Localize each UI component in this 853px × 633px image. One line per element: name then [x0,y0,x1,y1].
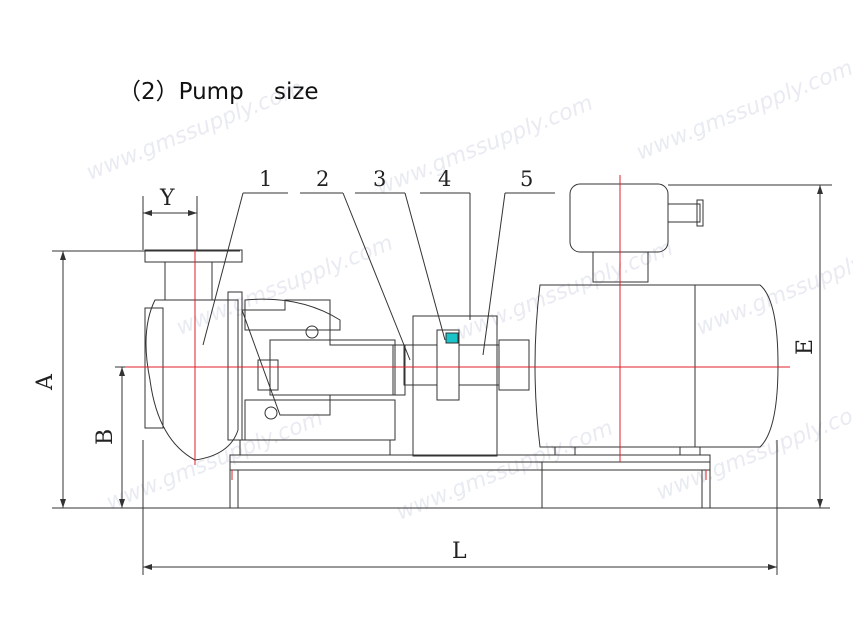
watermark-text: www.gmssupply.com [693,231,853,341]
dimension-arrows [60,185,823,570]
center-lines [125,175,790,480]
dimension-label-b: B [93,429,118,445]
pump-casing [144,249,406,461]
watermark-text: www.gmssupply.com [633,56,853,166]
watermark-text: www.gmssupply.com [393,416,617,526]
leader-lines [202,192,555,361]
page-title: （2）Pump size [118,79,319,105]
part-number-5: 5 [520,167,533,191]
dimension-lines [52,184,832,575]
watermark-text: www.gmssupply.com [653,396,853,506]
dimension-label-a: A [33,373,58,391]
watermark-text: www.gmssupply.com [103,406,327,516]
coupling-accent [445,332,459,344]
dimension-label-e: E [793,339,818,355]
dimension-label-l: L [452,539,467,564]
part-number-1: 1 [259,167,272,191]
part-number-2: 2 [316,167,329,191]
part-number-3: 3 [373,167,386,191]
coupling [403,315,530,457]
part-number-4: 4 [438,167,451,191]
watermark-text: www.gmssupply.com [373,91,597,201]
dimension-label-y: Y [159,186,175,211]
watermark-text: www.gmssupply.com [83,76,307,186]
watermark-text: www.gmssupply.com [173,231,397,341]
